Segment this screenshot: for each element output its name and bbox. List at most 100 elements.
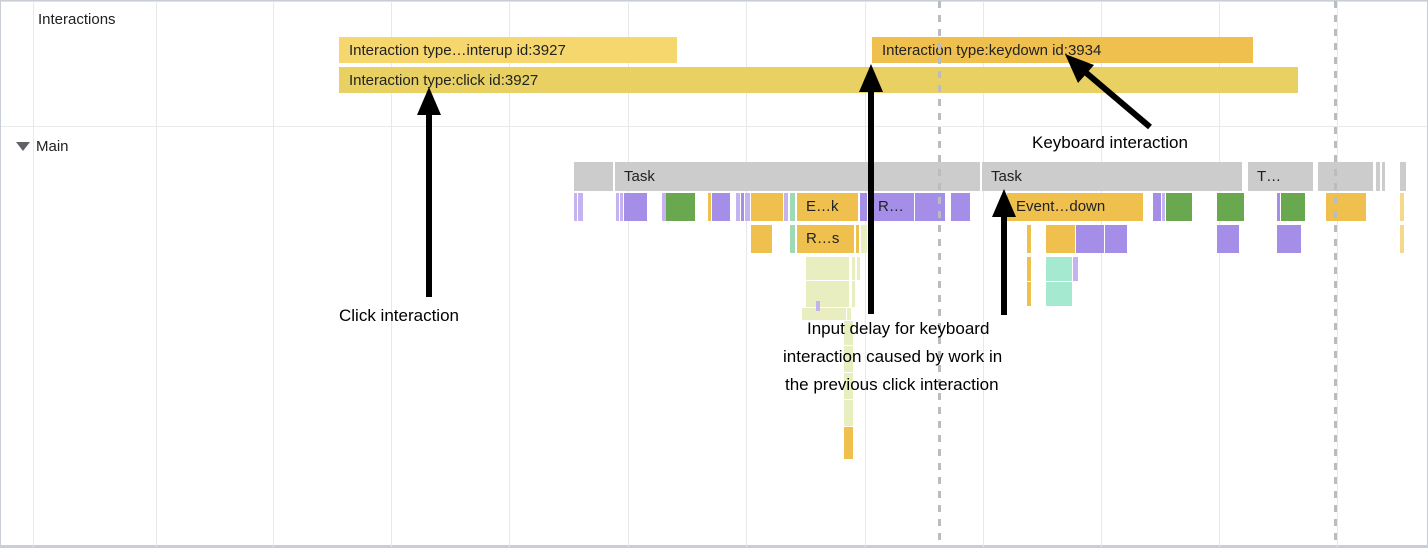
flame-block[interactable] xyxy=(1105,225,1127,253)
interaction-pointer-bar[interactable]: Interaction type…interup id:3927 xyxy=(339,37,677,63)
flame-block[interactable] xyxy=(1027,257,1031,281)
flame-block[interactable] xyxy=(790,193,795,221)
flame-block[interactable] xyxy=(1027,225,1031,253)
annotation-input-delay-line-2: interaction caused by work in xyxy=(783,347,1003,366)
flame-block[interactable] xyxy=(1400,225,1404,253)
grid-line xyxy=(156,1,157,547)
flame-block[interactable] xyxy=(844,400,853,426)
task-label: T… xyxy=(1257,168,1282,185)
flame-block[interactable] xyxy=(790,225,795,253)
flame-block[interactable] xyxy=(1326,193,1366,221)
flame-block[interactable] xyxy=(620,193,623,221)
lcp-guide-line-1 xyxy=(938,1,941,547)
flame-block[interactable] xyxy=(1277,225,1301,253)
flame-block[interactable] xyxy=(806,257,849,280)
flame-block[interactable] xyxy=(802,308,846,320)
grid-line xyxy=(628,1,629,547)
flame-block[interactable] xyxy=(852,257,855,280)
grid-line xyxy=(33,1,34,547)
flame-block[interactable] xyxy=(784,193,788,221)
flame-block[interactable] xyxy=(751,193,783,221)
grid-line xyxy=(1219,1,1220,547)
flame-block[interactable] xyxy=(1217,193,1244,221)
grid-line xyxy=(273,1,274,547)
interaction-keydown-bar[interactable]: Interaction type:keydown id:3934 xyxy=(872,37,1253,63)
flame-block[interactable] xyxy=(856,225,859,253)
flame-block[interactable] xyxy=(860,193,867,221)
interaction-keydown-label: Interaction type:keydown id:3934 xyxy=(882,41,1102,59)
flame-block[interactable] xyxy=(751,225,772,253)
flame-block[interactable] xyxy=(578,193,583,221)
flame-block[interactable] xyxy=(624,193,647,221)
flame-block[interactable] xyxy=(844,346,853,372)
flame-block[interactable] xyxy=(844,373,853,399)
track-label-interactions[interactable]: Interactions xyxy=(38,11,116,28)
flame-block[interactable] xyxy=(616,193,619,221)
flame-block[interactable] xyxy=(741,193,744,221)
flame-block[interactable] xyxy=(1046,282,1072,306)
flame-block[interactable] xyxy=(1217,225,1239,253)
flame-block[interactable] xyxy=(861,225,867,253)
flame-block[interactable] xyxy=(1046,257,1072,281)
annotation-input-delay-line-3: the previous click interaction xyxy=(785,375,999,394)
flame-block[interactable] xyxy=(1166,193,1192,221)
flame-block[interactable] xyxy=(847,308,851,320)
flame-block-label: E…k xyxy=(806,198,839,215)
track-divider xyxy=(1,126,1427,127)
flame-block-recalc[interactable]: R… xyxy=(869,193,914,221)
flame-block[interactable] xyxy=(844,427,853,459)
flame-block[interactable] xyxy=(1281,193,1305,221)
arrow-keyboard-interaction xyxy=(1065,54,1152,130)
flame-block[interactable] xyxy=(844,321,853,345)
grid-line xyxy=(391,1,392,547)
flame-block[interactable] xyxy=(1400,193,1404,221)
task-row[interactable] xyxy=(1376,162,1380,191)
interaction-pointer-label: Interaction type…interup id:3927 xyxy=(349,41,566,59)
interaction-click-bar[interactable]: Interaction type:click id:3927 xyxy=(339,67,1298,93)
task-row[interactable]: T… xyxy=(1248,162,1313,191)
task-label: Task xyxy=(624,168,655,185)
flame-block[interactable] xyxy=(1153,193,1161,221)
task-row[interactable] xyxy=(1318,162,1373,191)
annotation-input-delay-line-1: Input delay for keyboard xyxy=(807,319,990,338)
flame-block[interactable] xyxy=(1162,193,1165,221)
flame-block[interactable] xyxy=(1277,193,1280,221)
flame-block[interactable] xyxy=(816,301,820,311)
arrow-click-interaction xyxy=(417,87,441,297)
flame-block-label: R… xyxy=(878,198,904,215)
lcp-guide-line-2 xyxy=(1334,1,1337,547)
flame-block[interactable] xyxy=(806,281,849,307)
grid-line xyxy=(746,1,747,547)
flame-block[interactable] xyxy=(574,193,577,221)
flame-block-recalc-styles[interactable]: R…s xyxy=(797,225,854,253)
flame-block-event-keydown[interactable]: Event…down xyxy=(1007,193,1143,221)
flame-block[interactable] xyxy=(666,193,695,221)
task-row[interactable]: Task xyxy=(615,162,869,191)
flame-block[interactable] xyxy=(857,257,860,280)
caret-down-icon[interactable] xyxy=(16,142,30,151)
task-row[interactable] xyxy=(574,162,613,191)
flame-block[interactable] xyxy=(1073,257,1078,281)
flame-block[interactable] xyxy=(1076,225,1104,253)
task-label: Task xyxy=(991,168,1022,185)
grid-line xyxy=(865,1,866,547)
interaction-click-label: Interaction type:click id:3927 xyxy=(349,71,539,89)
task-row[interactable] xyxy=(1382,162,1385,191)
flame-block-event[interactable]: E…k xyxy=(797,193,858,221)
flame-block[interactable] xyxy=(1027,282,1031,306)
flame-block[interactable] xyxy=(951,193,970,221)
flame-block[interactable] xyxy=(852,281,855,307)
flame-block[interactable] xyxy=(708,193,711,221)
task-row[interactable] xyxy=(874,162,980,191)
panel-bottom-border xyxy=(1,545,1427,547)
flame-block[interactable] xyxy=(662,193,666,221)
flame-block[interactable] xyxy=(1046,225,1075,253)
flame-block[interactable] xyxy=(745,193,750,221)
task-row[interactable]: Task xyxy=(982,162,1242,191)
panel-top-border xyxy=(1,1,1427,2)
task-row[interactable] xyxy=(1400,162,1406,191)
track-label-main[interactable]: Main xyxy=(36,138,69,155)
flame-block[interactable] xyxy=(736,193,740,221)
flame-block[interactable] xyxy=(712,193,730,221)
